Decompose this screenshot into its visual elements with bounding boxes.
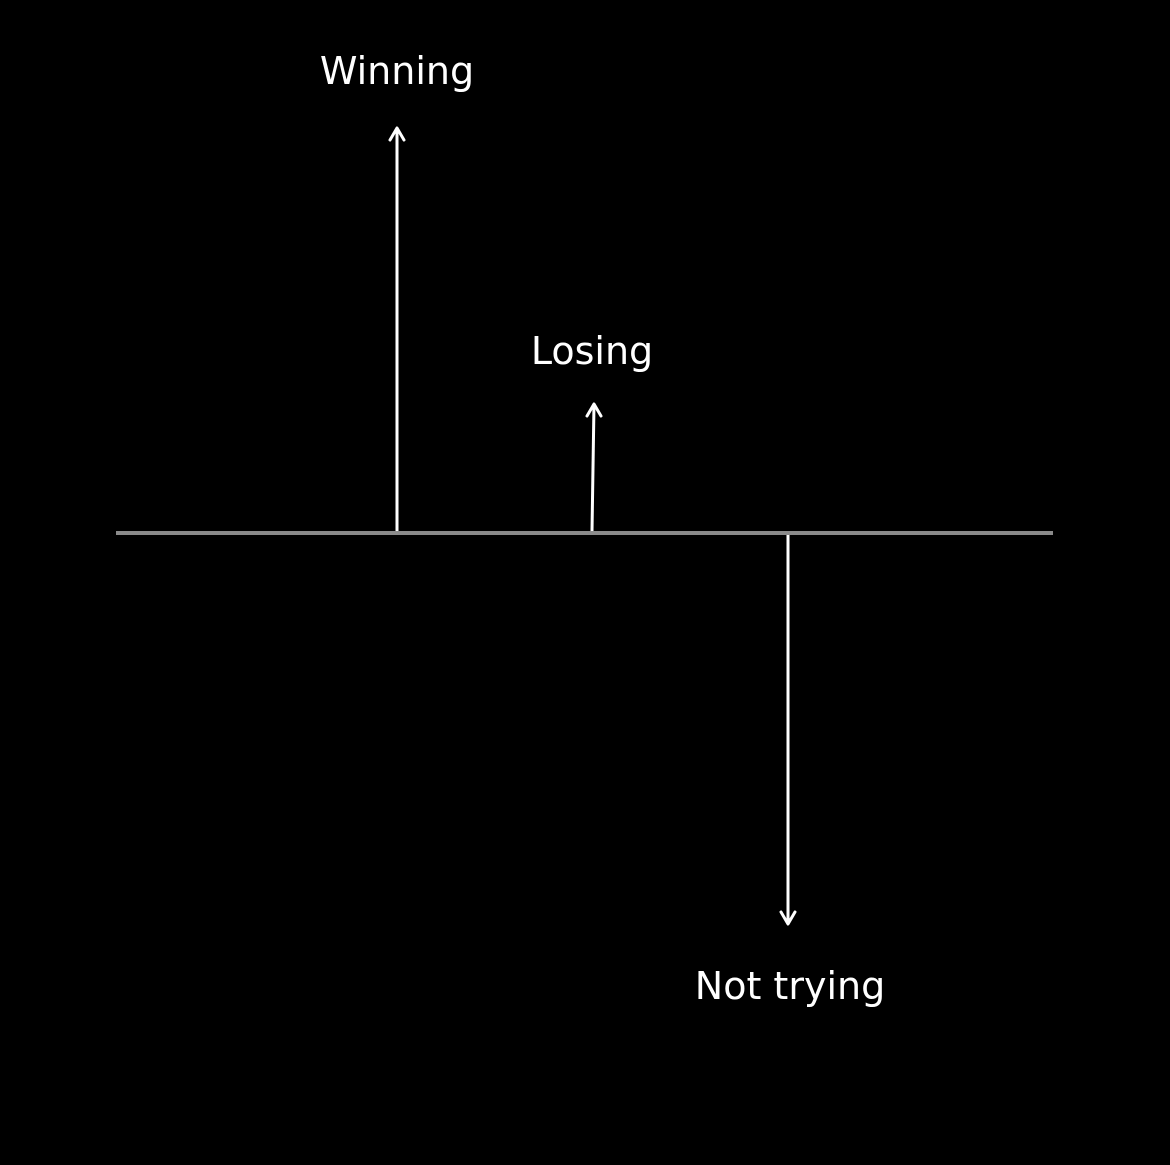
arrow-losing-label: Losing [531,329,653,373]
arrow-losing-head [585,402,603,418]
arrow-losing: Losing [531,329,653,532]
arrow-losing-shaft [590,403,596,532]
arrow-winning: Winning [320,49,474,531]
arrow-winning-label: Winning [320,49,474,93]
arrow-not-trying-head [779,910,797,926]
arrow-winning-head [388,126,406,142]
arrow-not-trying: Not trying [695,535,885,1008]
arrow-not-trying-label: Not trying [695,964,885,1008]
